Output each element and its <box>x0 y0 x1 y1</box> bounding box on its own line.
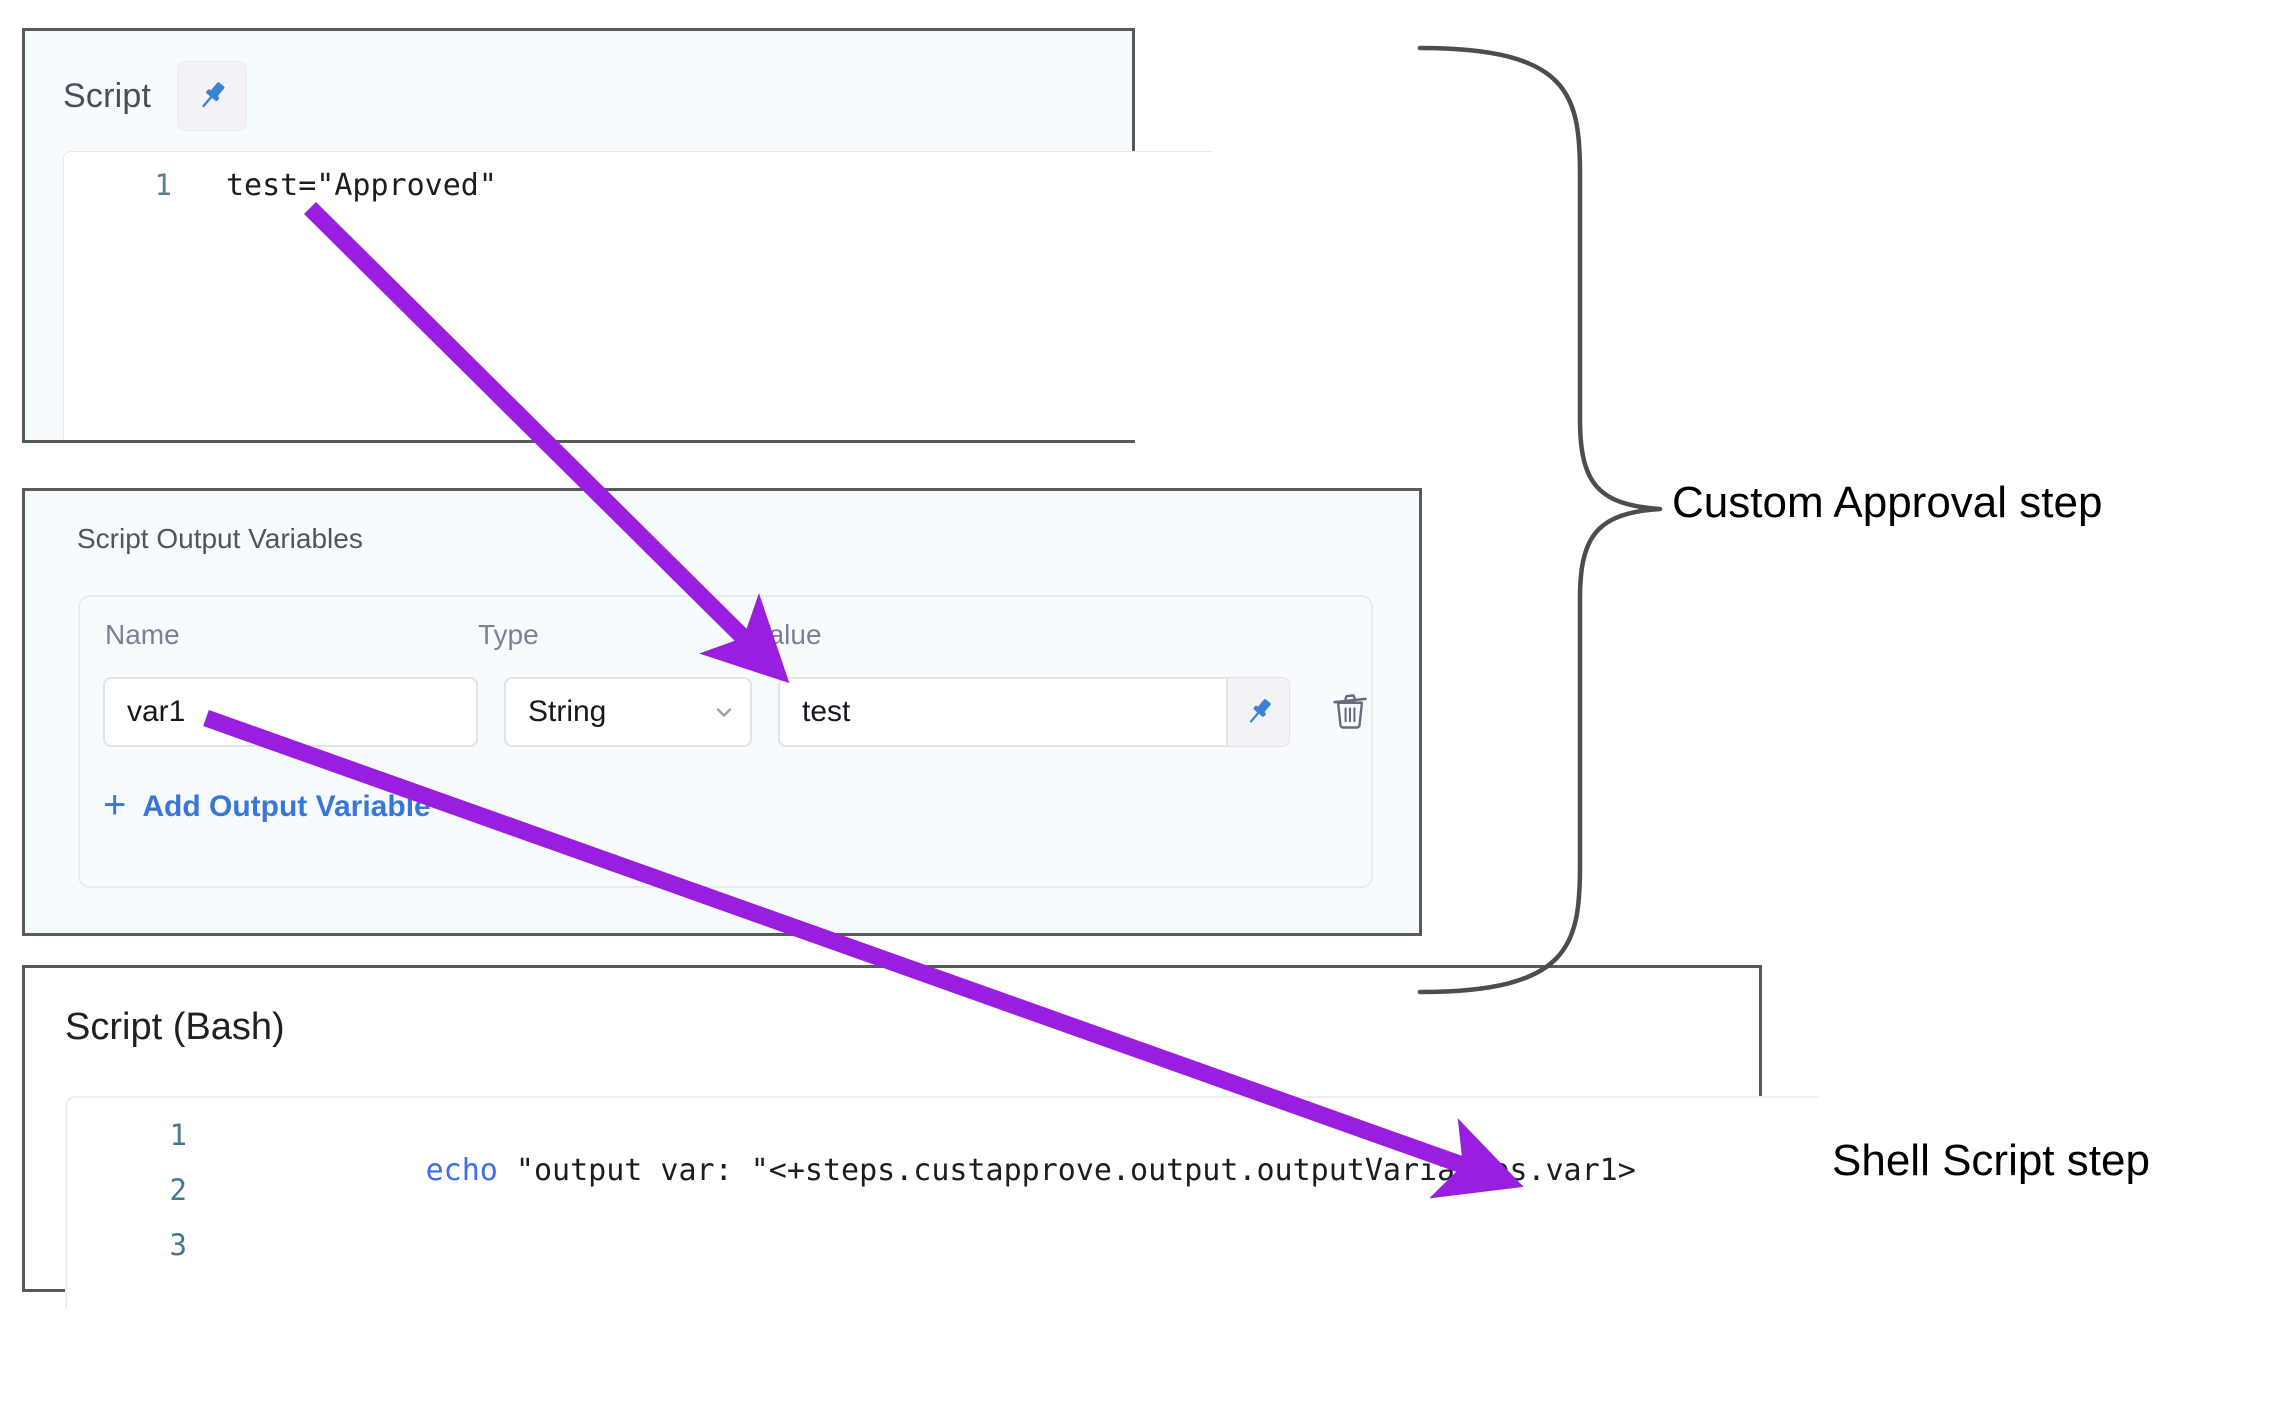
curly-brace <box>1417 45 1663 995</box>
pin-icon[interactable] <box>1228 677 1290 747</box>
variable-type-value: String <box>528 695 607 728</box>
code-line: 1 echo "output var: "<+steps.custapprove… <box>67 1118 1819 1188</box>
add-output-variable-label: Add Output Variable <box>142 790 431 823</box>
column-headers: Name Type Value <box>80 619 1371 659</box>
code-keyword: echo <box>425 1153 498 1188</box>
column-header-name: Name <box>105 619 180 650</box>
code-line: 1 test="Approved" <box>64 168 1212 222</box>
variable-value-input[interactable]: test <box>778 677 1228 747</box>
add-output-variable-button[interactable]: + Add Output Variable <box>103 783 431 827</box>
script-panel: Script 1 test="Approved" <box>22 28 1212 443</box>
bash-code-editor[interactable]: 1 echo "output var: "<+steps.custapprove… <box>65 1096 1819 1309</box>
line-number: 1 <box>154 168 172 202</box>
column-header-value: Value <box>752 619 822 650</box>
line-number: 3 <box>169 1228 187 1262</box>
code-text: echo "output var: "<+steps.custapprove.o… <box>197 1118 1636 1223</box>
code-text-rest: "output var: "<+steps.custapprove.output… <box>497 1153 1636 1188</box>
annotation-label-custom-approval-step: Custom Approval step <box>1672 478 2103 527</box>
code-line: 2 <box>67 1173 1819 1228</box>
annotation-label-shell-script-step: Shell Script step <box>1832 1136 2150 1185</box>
output-variables-card: Name Type Value var1 String test <box>78 595 1373 888</box>
column-header-type: Type <box>478 619 539 650</box>
plus-icon: + <box>103 783 127 827</box>
script-panel-title: Script <box>63 76 152 115</box>
code-text: test="Approved" <box>226 168 497 203</box>
bash-script-panel: Script (Bash) 1 echo "output var: "<+ste… <box>22 965 1819 1309</box>
output-variables-title: Script Output Variables <box>77 523 363 554</box>
variable-type-select[interactable]: String <box>504 677 752 747</box>
trash-icon[interactable] <box>1324 681 1376 741</box>
code-line: 3 <box>67 1228 1819 1283</box>
line-number: 1 <box>169 1118 187 1152</box>
line-number: 2 <box>169 1173 187 1207</box>
script-panel-header: Script <box>63 61 248 131</box>
script-output-variables-panel: Script Output Variables Name Type Value … <box>22 488 1422 936</box>
script-code-editor[interactable]: 1 test="Approved" <box>63 151 1212 440</box>
chevron-down-icon <box>712 700 736 724</box>
variable-name-input[interactable]: var1 <box>103 677 478 747</box>
pin-icon[interactable] <box>177 61 248 131</box>
bash-panel-title: Script (Bash) <box>65 1006 285 1048</box>
